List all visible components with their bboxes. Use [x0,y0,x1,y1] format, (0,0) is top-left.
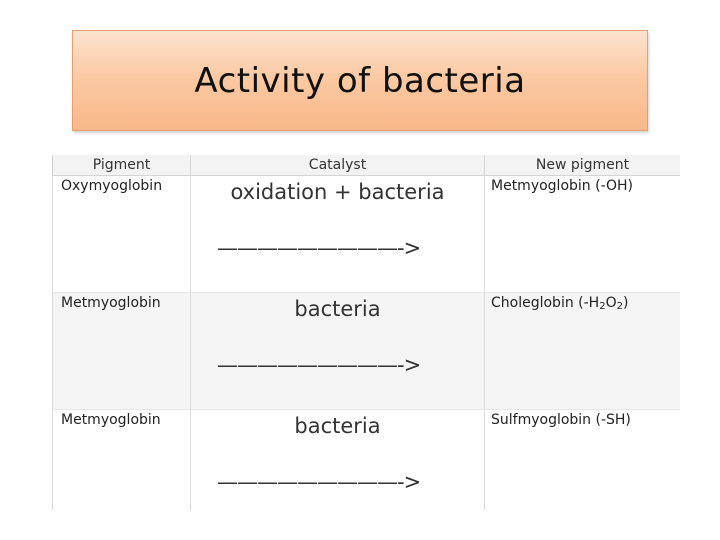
pigment-cell: Oxymyoglobin [52,175,191,293]
table-header-row: Pigment Catalyst New pigment [52,155,680,176]
subscript: 2 [616,301,623,312]
catalyst-label: bacteria [294,297,381,321]
reaction-arrow: —————————-> [217,353,421,377]
reaction-arrow: —————————-> [217,236,421,260]
new-pigment-cell: Choleglobin (-H2O2) [484,292,680,410]
reaction-arrow: —————————-> [217,470,421,494]
title-banner: Activity of bacteria [72,30,648,131]
cropped-text-fragment [62,155,187,160]
catalyst-cell: bacteria —————————-> [190,409,485,510]
catalyst-label: oxidation + bacteria [230,180,445,204]
pigment-table-image: Pigment Catalyst New pigment Oxymyoglobi… [52,155,680,510]
new-pigment-mid: O [605,295,617,311]
new-pigment-cell: Sulfmyoglobin (-SH) [484,409,680,510]
header-pigment: Pigment [52,155,191,176]
header-catalyst: Catalyst [190,155,485,176]
pigment-cell: Metmyoglobin [52,292,191,410]
catalyst-cell: oxidation + bacteria —————————-> [190,175,485,293]
header-new-pigment: New pigment [484,155,680,176]
catalyst-cell: bacteria —————————-> [190,292,485,410]
pigment-cell: Metmyoglobin [52,409,191,510]
new-pigment-prefix: Choleglobin (-H [491,295,600,311]
table-row: Oxymyoglobin oxidation + bacteria ——————… [52,175,680,293]
table-row: Metmyoglobin bacteria —————————-> Sulfmy… [52,409,680,510]
new-pigment-suffix: ) [622,295,629,311]
table-row: Metmyoglobin bacteria —————————-> Choleg… [52,292,680,410]
new-pigment-cell: Metmyoglobin (-OH) [484,175,680,293]
subscript: 2 [599,301,606,312]
catalyst-label: bacteria [294,414,381,438]
pigment-table: Pigment Catalyst New pigment Oxymyoglobi… [52,155,680,510]
slide-title: Activity of bacteria [194,60,526,101]
